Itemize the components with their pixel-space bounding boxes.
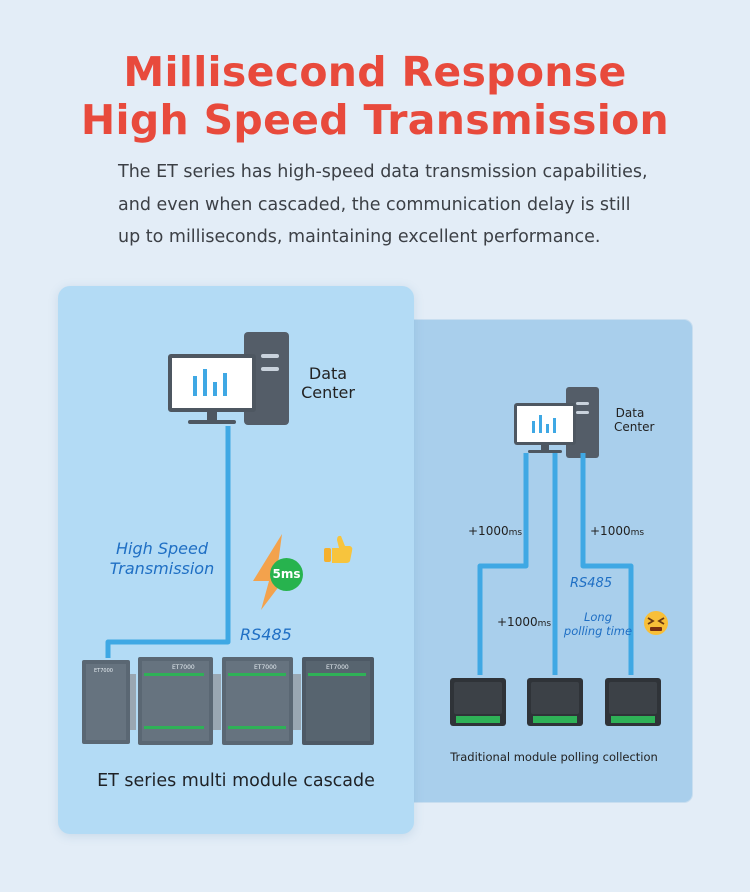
- description-line-1: The ET series has high-speed data transm…: [118, 162, 648, 182]
- data-center-label: Data Center: [301, 364, 355, 402]
- polling-lines: [477, 453, 634, 675]
- monitor-icon: [168, 354, 256, 424]
- rs485-label: RS485: [570, 576, 613, 591]
- module-device-3: [605, 678, 661, 726]
- module-label-1: ET7000: [94, 668, 113, 674]
- rs485-line: [105, 426, 231, 658]
- monitor-icon: [514, 403, 576, 453]
- polling-time-label: Long polling time: [563, 610, 633, 638]
- title-line-2: High Speed Transmission: [80, 96, 670, 144]
- module-label-2: ET7000: [172, 664, 195, 671]
- line-right: [580, 453, 634, 675]
- traditional-polling-card: Data Center +1000ms +1000ms +1000ms RS48…: [404, 320, 692, 802]
- description-line-3: up to milliseconds, maintaining excellen…: [118, 227, 601, 247]
- module-label-3: ET7000: [254, 664, 277, 671]
- stressed-face-icon: [644, 611, 668, 635]
- title-line-1: Millisecond Response: [123, 48, 627, 96]
- rs485-label: RS485: [240, 625, 292, 644]
- module-label-4: ET7000: [326, 664, 349, 671]
- thumbs-up-icon: [324, 535, 353, 563]
- description-line-2: and even when cascaded, the communicatio…: [118, 194, 631, 215]
- module-device-2: [527, 678, 583, 726]
- page-title: Millisecond Response High Speed Transmis…: [0, 48, 750, 144]
- et-cascade-diagram: [82, 332, 374, 745]
- terminal-strips: [144, 673, 366, 729]
- delay-label-middle: +1000ms: [497, 615, 552, 629]
- et-cascade-card: Data Center High Speed Transmission 5ms …: [58, 286, 414, 834]
- latency-badge: 5ms: [270, 558, 303, 591]
- et-module-1: [82, 660, 136, 744]
- module-device-1: [450, 678, 506, 726]
- delay-label-right: +1000ms: [590, 524, 645, 538]
- line-left: [477, 453, 529, 675]
- high-speed-label: High Speed Transmission: [109, 539, 215, 578]
- traditional-diagram: [450, 387, 668, 726]
- delay-label-left: +1000ms: [468, 524, 523, 538]
- page-description: The ET series has high-speed data transm…: [118, 156, 658, 254]
- data-center-label: Data Center: [614, 406, 655, 434]
- et-caption: ET series multi module cascade: [97, 771, 375, 791]
- traditional-caption: Traditional module polling collection: [450, 750, 658, 764]
